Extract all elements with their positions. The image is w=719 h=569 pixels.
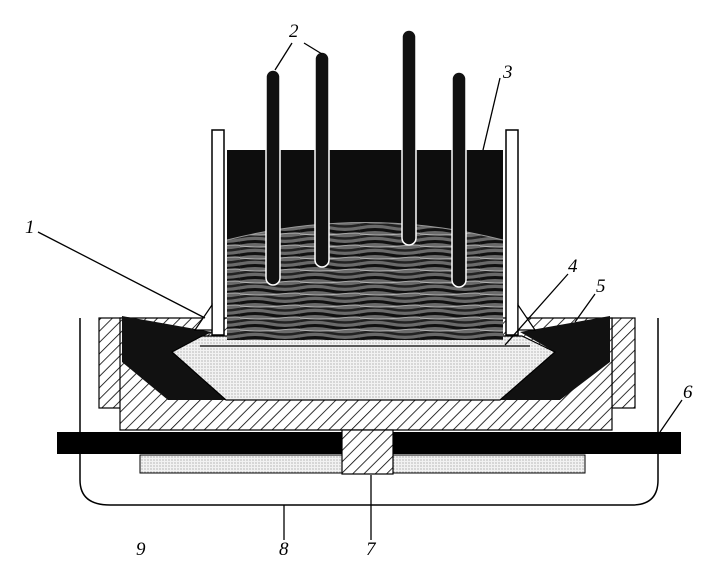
leader-lines	[37, 42, 683, 540]
electrode-2	[314, 51, 330, 268]
current-lead-right	[393, 432, 681, 454]
right-crucible-wall	[505, 129, 519, 336]
label-1: 1	[25, 217, 35, 238]
electrode-1	[265, 69, 281, 286]
left-side-lining	[98, 317, 123, 409]
current-lead-left	[57, 432, 342, 454]
label-8: 8	[279, 539, 289, 560]
electrode-4	[451, 71, 467, 288]
right-dark-wedge	[500, 316, 610, 400]
molten-zone	[227, 222, 503, 340]
dotted-bath-zone	[170, 335, 557, 401]
electrode-3	[401, 29, 417, 246]
electrodes	[265, 29, 467, 288]
label-3: 3	[502, 62, 513, 83]
label-6: 6	[683, 382, 693, 403]
label-4: 4	[568, 256, 578, 277]
label-2: 2	[289, 21, 299, 42]
left-crucible-wall	[211, 129, 225, 336]
label-7: 7	[366, 539, 377, 560]
right-side-lining	[611, 317, 636, 409]
label-5: 5	[596, 276, 606, 297]
central-stem	[341, 429, 394, 475]
label-9: 9	[136, 539, 146, 560]
